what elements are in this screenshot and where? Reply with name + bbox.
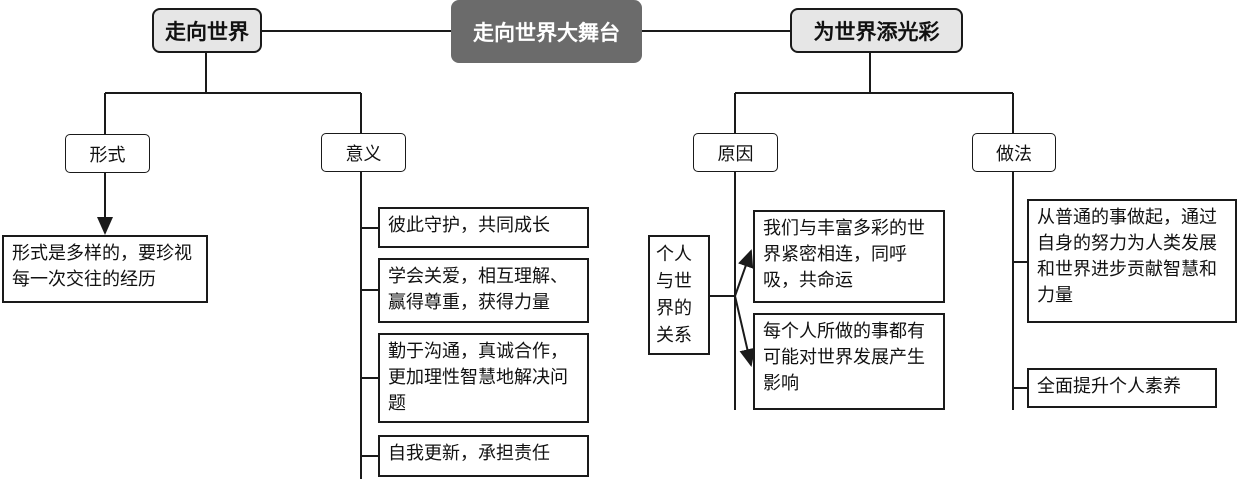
left-branch-node: 走向世界 — [152, 8, 262, 53]
meaning-item: 勤于沟通，真诚合作，更加理性智慧地解决问题 — [378, 333, 589, 423]
reason-item: 我们与丰富多彩的世界紧密相连，同呼吸，共命运 — [753, 210, 945, 303]
meaning-item: 学会关爱，相互理解、赢得尊重，获得力量 — [378, 258, 589, 323]
form-item: 形式是多样的，要珍视每一次交往的经历 — [2, 235, 208, 303]
category-reason: 原因 — [693, 133, 778, 172]
root-node: 走向世界大舞台 — [451, 0, 642, 63]
category-method: 做法 — [972, 133, 1056, 172]
left-branch-title: 走向世界 — [165, 19, 249, 44]
right-branch-node: 为世界添光彩 — [790, 8, 963, 53]
root-title: 走向世界大舞台 — [473, 20, 620, 45]
reason-arrow-down — [734, 295, 756, 367]
reason-item: 每个人所做的事都有可能对世界发展产生影响 — [753, 313, 945, 410]
meaning-item: 彼此守护，共同成长 — [378, 207, 589, 248]
method-item: 从普通的事做起，通过自身的努力为人类发展和世界进步贡献智慧和力量 — [1027, 199, 1237, 323]
method-item: 全面提升个人素养 — [1027, 368, 1217, 408]
meaning-item: 自我更新，承担责任 — [378, 435, 589, 477]
reason-arrow-up — [734, 249, 754, 297]
right-branch-title: 为世界添光彩 — [813, 19, 940, 44]
category-form: 形式 — [65, 134, 150, 173]
relation-label: 个人与世界的关系 — [648, 235, 710, 355]
category-meaning: 意义 — [321, 133, 406, 172]
